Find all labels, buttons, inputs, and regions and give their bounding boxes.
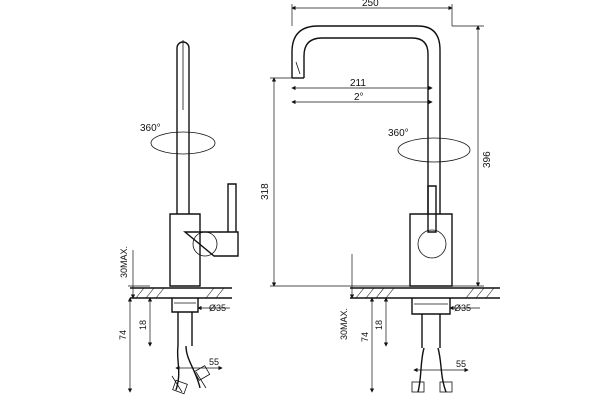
front-handle-pivot [417,229,447,259]
front-spout-outer [291,25,441,214]
front-width-total: 250 [362,0,379,9]
side-counter-max: 30MAX. [119,246,129,278]
front-mount-nut [411,298,451,315]
side-rotation-label: 360° [140,123,161,134]
front-rotation-label: 360° [388,128,409,139]
side-counter-hatch [135,287,225,299]
front-counter-hatch [355,287,495,299]
front-angle: 2° [354,92,364,103]
front-handle [427,185,437,233]
front-body [409,213,453,287]
front-depth: 74 [360,332,370,342]
front-view: 360° 250 211 [260,0,500,393]
side-handle-pivot [192,231,218,257]
side-hose-width: 55 [209,357,219,367]
front-counter-max: 30MAX. [339,308,349,340]
side-shank [177,312,193,346]
front-spout-inner [303,37,429,214]
front-height-total: 396 [482,151,493,168]
side-mount-nut [171,298,199,313]
front-reach: 211 [350,78,366,89]
front-rotation-ellipse [397,137,471,163]
front-hose-width: 55 [456,359,466,369]
front-hole-diameter: Ø35 [454,303,471,313]
side-rotation-ellipse [150,131,216,155]
front-thickness: 18 [374,320,384,330]
side-depth: 74 [118,330,128,340]
side-view: 360° 30MAX. 18 [118,40,239,395]
front-spout-height: 318 [260,183,271,200]
side-handle [183,183,239,257]
side-body [169,213,201,287]
front-shank [421,314,441,348]
side-hole-diameter: Ø35 [209,303,226,313]
side-thickness: 18 [138,320,148,330]
